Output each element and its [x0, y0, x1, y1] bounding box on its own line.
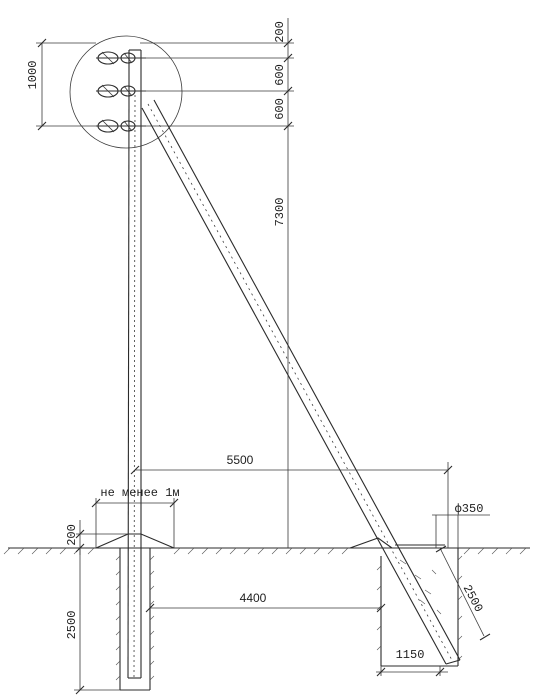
- insulator-group: [96, 49, 146, 133]
- dim-spacing-upper: 600: [273, 64, 287, 86]
- dim-strut-diameter: ф350: [455, 502, 484, 516]
- pole-mound: [95, 533, 175, 549]
- strut-diameter-dimension: [432, 514, 490, 548]
- dim-strut-depth: 2500: [460, 583, 486, 615]
- crossarm-dimension: [36, 38, 96, 131]
- dim-above-ground: 200: [65, 524, 79, 546]
- insulator-bottom-icon: [96, 119, 146, 133]
- dim-horizontal-ground: 4400: [240, 591, 267, 605]
- pole-depth-dimension: [74, 548, 120, 695]
- dim-horizontal-top: 5500: [227, 453, 254, 467]
- vertical-dimension-chain: [140, 18, 294, 548]
- strut-mound: [349, 537, 393, 549]
- horizontal-dimension-top: [130, 462, 453, 548]
- insulator-middle-icon: [96, 84, 146, 98]
- strut-pit: [376, 548, 463, 667]
- strut-pit-dimension: [376, 666, 448, 677]
- strut-depth-dimension: [435, 545, 491, 641]
- dim-height-to-ground: 7300: [273, 198, 287, 227]
- horizontal-dimension-ground: [145, 603, 386, 613]
- ground-hatching: [3, 547, 527, 555]
- dim-spacing-lower: 600: [273, 98, 287, 120]
- min-distance-dimension: [91, 498, 179, 548]
- dim-pole-depth: 2500: [65, 611, 79, 640]
- strut: [141, 99, 461, 665]
- pole-pit: [115, 548, 155, 691]
- dim-min-distance: не менее 1м: [100, 486, 179, 500]
- head-detail-circle: [69, 35, 183, 149]
- dim-top-offset: 200: [273, 21, 287, 43]
- insulator-top-icon: [96, 51, 146, 65]
- main-pole: [127, 94, 142, 679]
- dim-crossarm-span: 1000: [26, 61, 40, 90]
- dim-strut-pit: 1150: [396, 648, 425, 662]
